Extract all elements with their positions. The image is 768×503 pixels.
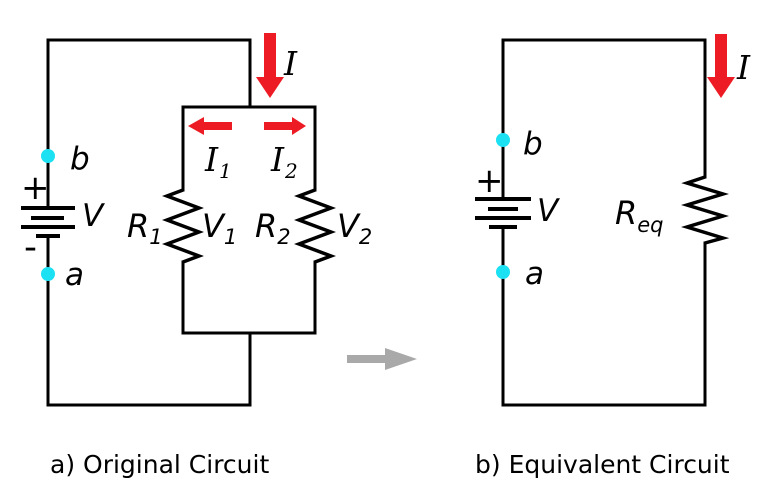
current-arrow-down-icon (256, 33, 284, 98)
current-arrow-right-icon (264, 117, 306, 135)
current-i-eq-label: I (736, 48, 751, 87)
voltage-v2-base: V (337, 207, 361, 245)
current-i-label: I (283, 44, 298, 83)
battery-minus-sign: - (24, 227, 37, 268)
resistor-r1-label: R1 (127, 207, 163, 249)
voltage-v2-label: V2 (337, 207, 372, 249)
wire-return (46, 236, 252, 407)
resistor-req-label: Req (615, 194, 663, 237)
node-b-label: b (70, 141, 90, 177)
equivalent-circuit: + V b a I Req b) Equivalent Circuit (475, 34, 751, 479)
node-a-dot (41, 267, 55, 281)
resistor-req-zigzag (681, 175, 730, 245)
battery-plus-sign: + (21, 168, 50, 208)
voltage-v1-base: V (202, 207, 226, 245)
voltage-v1-sub: 1 (224, 225, 237, 249)
node-b-eq-dot (496, 133, 510, 147)
resistor-r1-base: R (127, 207, 149, 245)
resistor-r2-base: R (255, 207, 277, 245)
current-i2-sub: 2 (284, 159, 298, 183)
resistor-r2-label: R2 (255, 207, 291, 249)
node-b-eq-label: b (523, 126, 543, 162)
current-i2-label: I2 (270, 140, 298, 183)
resistor-r1-sub: 1 (149, 225, 162, 249)
battery-voltage-label: V (82, 198, 106, 234)
resistor-r2-sub: 2 (277, 225, 290, 249)
equivalent-wires (475, 38, 730, 407)
wire-return-eq (501, 227, 707, 407)
wire-source-to-resistor (501, 38, 707, 199)
wire-source-to-junction (46, 38, 252, 208)
voltage-v1-label: V1 (202, 207, 237, 249)
current-i1-base: I (204, 140, 219, 179)
node-b-dot (41, 149, 55, 163)
resistor-req-base: R (615, 194, 637, 232)
current-arrow-left-icon (188, 117, 232, 135)
battery-eq-plus-sign: + (475, 161, 504, 201)
node-a-label: a (65, 257, 84, 293)
equivalence-arrow-icon (347, 348, 417, 370)
original-caption: a) Original Circuit (50, 450, 269, 479)
resistor-r1-zigzag (162, 188, 204, 264)
resistor-req-sub: eq (637, 213, 663, 237)
current-i1-label: I1 (204, 140, 232, 183)
original-wires (21, 38, 336, 407)
node-a-eq-dot (496, 265, 510, 279)
node-a-eq-label: a (525, 256, 544, 292)
resistor-r2-zigzag (294, 188, 336, 264)
battery-eq-voltage-label: V (537, 193, 561, 229)
current-i1-sub: 1 (219, 159, 232, 183)
original-circuit: + - V b a I I1 I2 R1 V1 R2 V2 a) Origina… (21, 33, 372, 479)
voltage-v2-sub: 2 (359, 225, 372, 249)
current-i2-base: I (270, 140, 285, 179)
current-arrow-down-eq-icon (707, 34, 735, 98)
equivalent-caption: b) Equivalent Circuit (475, 450, 730, 479)
